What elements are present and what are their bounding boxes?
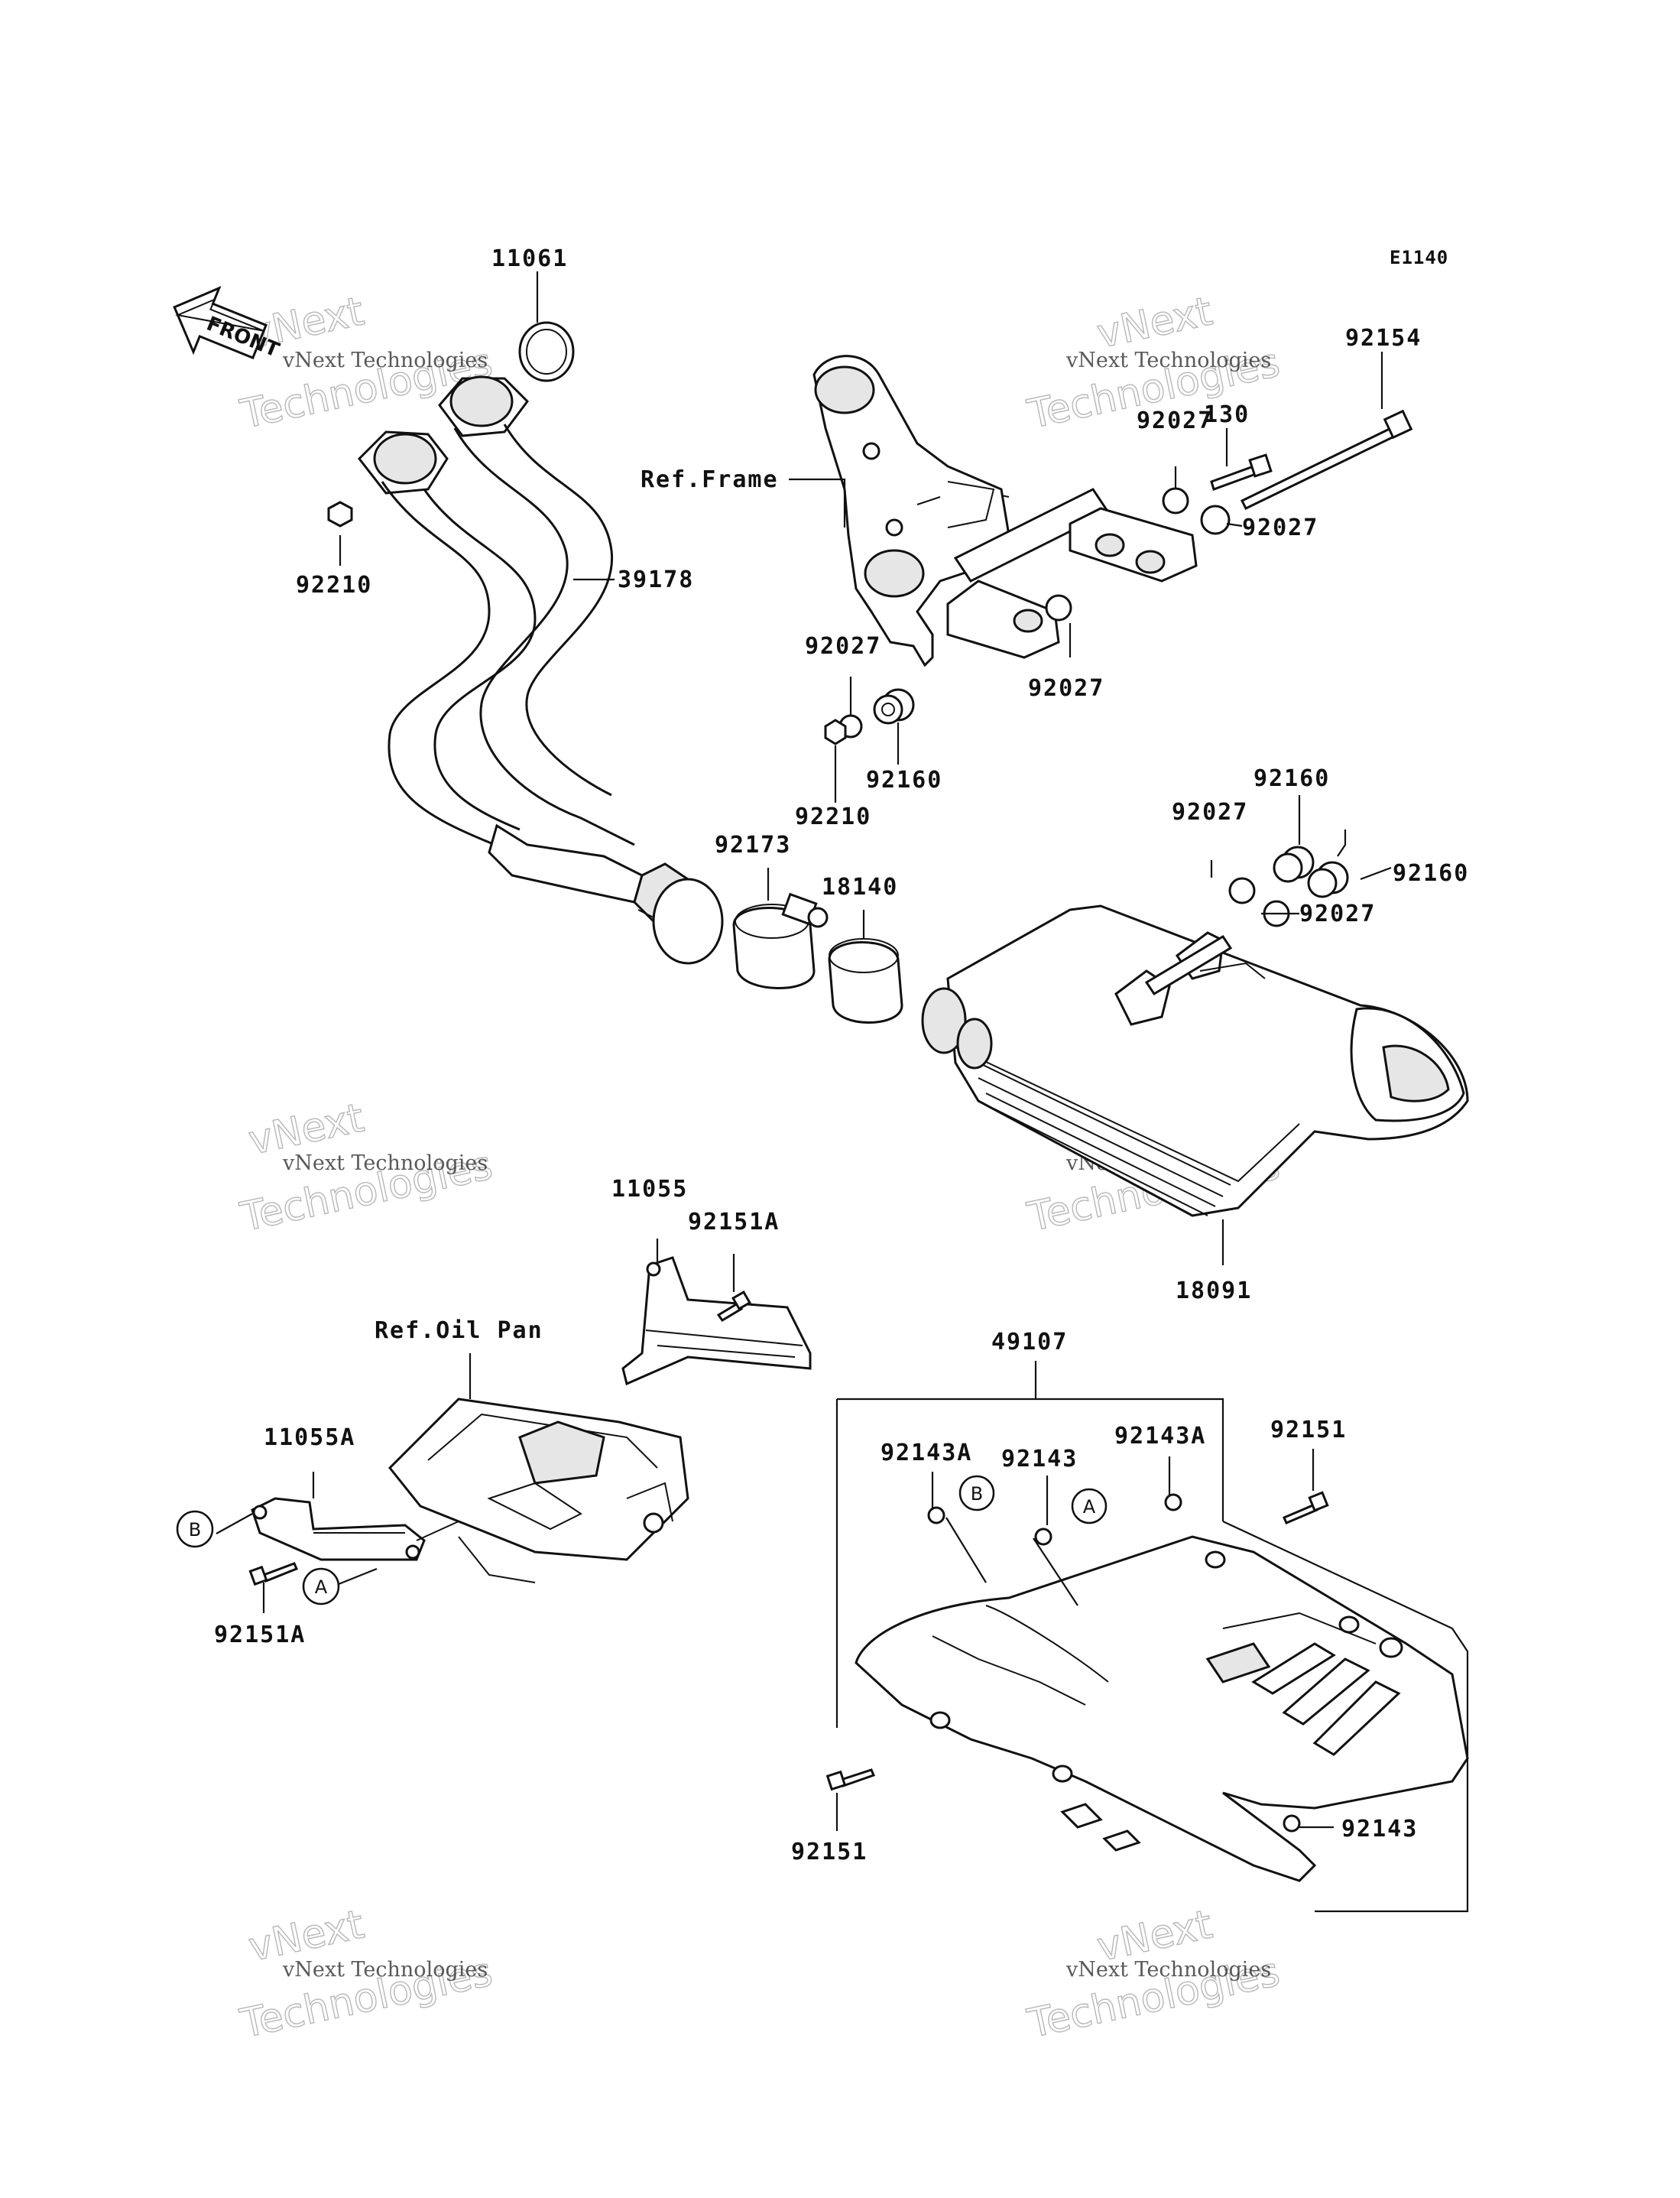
callout-92154: 92154 <box>1345 325 1422 352</box>
svg-text:A: A <box>315 1576 328 1598</box>
grommet-icon <box>927 1506 945 1524</box>
watermark-text: vNext Technologies <box>1065 349 1271 372</box>
grommet-icon <box>1034 1528 1052 1546</box>
gasket-ring <box>518 321 575 382</box>
callout-92143A-left: 92143A <box>881 1440 972 1466</box>
callout-92151-right: 92151 <box>1270 1417 1347 1443</box>
oil-pan-reference <box>388 1398 689 1583</box>
diagram-code: E1140 <box>1390 247 1448 268</box>
callout-11055: 11055 <box>611 1176 688 1203</box>
callout-92160-right: 92160 <box>1393 860 1469 887</box>
watermark-bottom-left: vNext Technologies vNext Technologies <box>236 1901 498 2048</box>
callout-18091: 18091 <box>1176 1278 1252 1304</box>
watermark-text: vNext Technologies <box>282 349 488 372</box>
callout-92143A-right: 92143A <box>1114 1423 1206 1450</box>
washer-icon <box>1045 594 1072 622</box>
svg-text:B: B <box>971 1483 983 1505</box>
grommet-icon <box>1273 846 1315 883</box>
watermark-mid-left: vNext Technologies vNext Technologies <box>236 1095 498 1242</box>
watermark-word: vNext <box>1093 288 1216 357</box>
callout-92027-lower: 92027 <box>1172 799 1248 826</box>
watermark-text: vNext Technologies <box>1065 1958 1271 1982</box>
bolt-icon <box>248 1562 298 1586</box>
marker-a-left: A <box>302 1567 340 1605</box>
callout-92210-left: 92210 <box>296 572 372 599</box>
callout-92143-bottom: 92143 <box>1341 1816 1418 1842</box>
callout-39178: 39178 <box>618 567 694 593</box>
marker-b-left: B <box>176 1510 214 1548</box>
grommet-icon <box>1164 1493 1182 1511</box>
callout-130: 130 <box>1204 401 1250 428</box>
callout-92160-top: 92160 <box>1254 765 1330 792</box>
marker-b-right: B <box>958 1475 995 1511</box>
sleeve-18140 <box>828 938 903 1024</box>
bolt-icon <box>825 1768 876 1791</box>
bolt-130-icon <box>1210 453 1273 491</box>
washer-icon <box>1200 505 1231 535</box>
callout-92151A-bottom: 92151A <box>214 1622 306 1648</box>
callout-49107: 49107 <box>991 1329 1068 1355</box>
callout-92027-right: 92027 <box>1242 515 1318 541</box>
bracket-11055 <box>621 1256 812 1386</box>
svg-text:A: A <box>1083 1496 1096 1518</box>
watermark-text: vNext Technologies <box>282 1151 488 1175</box>
callout-11061: 11061 <box>491 245 568 272</box>
watermark-bottom-right: vNext Technologies vNext Technologies <box>1023 1901 1285 2048</box>
cover-49107 <box>855 1535 1469 1882</box>
svg-text:B: B <box>189 1519 201 1541</box>
callout-11055A: 11055A <box>264 1424 355 1451</box>
bolt-icon <box>716 1291 751 1322</box>
bolt-92154-icon <box>1240 409 1413 510</box>
grommet-icon <box>873 688 915 725</box>
callout-92027-left: 92027 <box>805 633 881 660</box>
washer-icon <box>1228 877 1256 904</box>
grommet-icon <box>1307 861 1349 898</box>
callout-92160-left: 92160 <box>866 767 942 794</box>
ref-frame-label: Ref.Frame <box>641 466 779 493</box>
callout-92027-mid: 92027 <box>1028 675 1104 702</box>
bracket-11055A <box>251 1497 459 1561</box>
washer-icon <box>1162 487 1189 515</box>
nut-icon <box>824 719 847 745</box>
callout-92173: 92173 <box>715 832 791 859</box>
nut-icon <box>327 501 353 528</box>
marker-a-right: A <box>1071 1488 1108 1524</box>
bolt-icon <box>1283 1491 1329 1524</box>
leader-lines <box>216 271 1469 1913</box>
callout-92027-lower2: 92027 <box>1299 901 1376 927</box>
frame-reference <box>812 355 1198 667</box>
callout-92210-mid: 92210 <box>795 804 871 830</box>
ref-oil-pan-label: Ref.Oil Pan <box>375 1317 543 1344</box>
header-pipe <box>327 321 724 965</box>
callout-92027-top: 92027 <box>1137 407 1213 434</box>
muffler-18091 <box>921 904 1469 1217</box>
grommet-icon <box>1283 1814 1301 1833</box>
callout-92151-bottom: 92151 <box>791 1839 868 1865</box>
clamp-92173 <box>732 892 829 989</box>
callout-18140: 18140 <box>822 874 898 901</box>
watermark-text: vNext Technologies <box>282 1958 488 1982</box>
callout-92151A-top: 92151A <box>688 1209 780 1235</box>
callout-92143-mid: 92143 <box>1001 1446 1078 1472</box>
